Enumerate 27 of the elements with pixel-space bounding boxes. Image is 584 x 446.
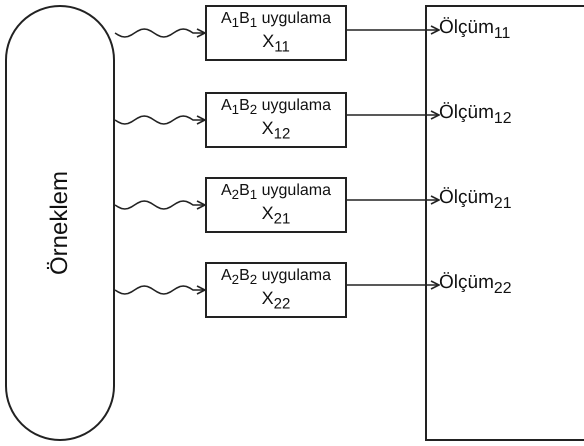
rounded-pill [5, 5, 115, 441]
process-box [205, 5, 347, 61]
arrow [347, 195, 440, 205]
variable-label: X$_{21}$ [262, 202, 290, 228]
node-label: A$_{1}$B$_{2}$ uygulama [220, 97, 331, 118]
variable-label: X$_{11}$ [262, 30, 290, 56]
process-box [425, 5, 584, 441]
arrow [347, 280, 440, 290]
node-label: Ölçüm$_{12}$ [439, 100, 549, 130]
node-label: Örneklem [46, 170, 74, 276]
process-box [205, 262, 347, 318]
process-box [205, 177, 347, 233]
arrow [114, 115, 206, 125]
node-label: A$_{2}$B$_{1}$ uygulama [220, 182, 331, 203]
node-label: Ölçüm$_{11}$ [439, 15, 549, 45]
process-box [205, 92, 347, 148]
arrow [114, 28, 206, 38]
node-label: Ölçüm$_{22}$ [439, 270, 549, 300]
variable-label: X$_{12}$ [262, 118, 290, 143]
arrow [114, 200, 206, 210]
arrow [114, 285, 206, 295]
node-label: A$_{2}$B$_{2}$ uygulama [220, 267, 331, 288]
arrow [347, 110, 440, 120]
node-label: A$_{1}$B$_{1}$ uygulama [220, 10, 331, 31]
node-label: Ölçüm$_{21}$ [439, 185, 549, 215]
arrow [347, 25, 440, 35]
variable-label: X$_{22}$ [262, 288, 290, 313]
